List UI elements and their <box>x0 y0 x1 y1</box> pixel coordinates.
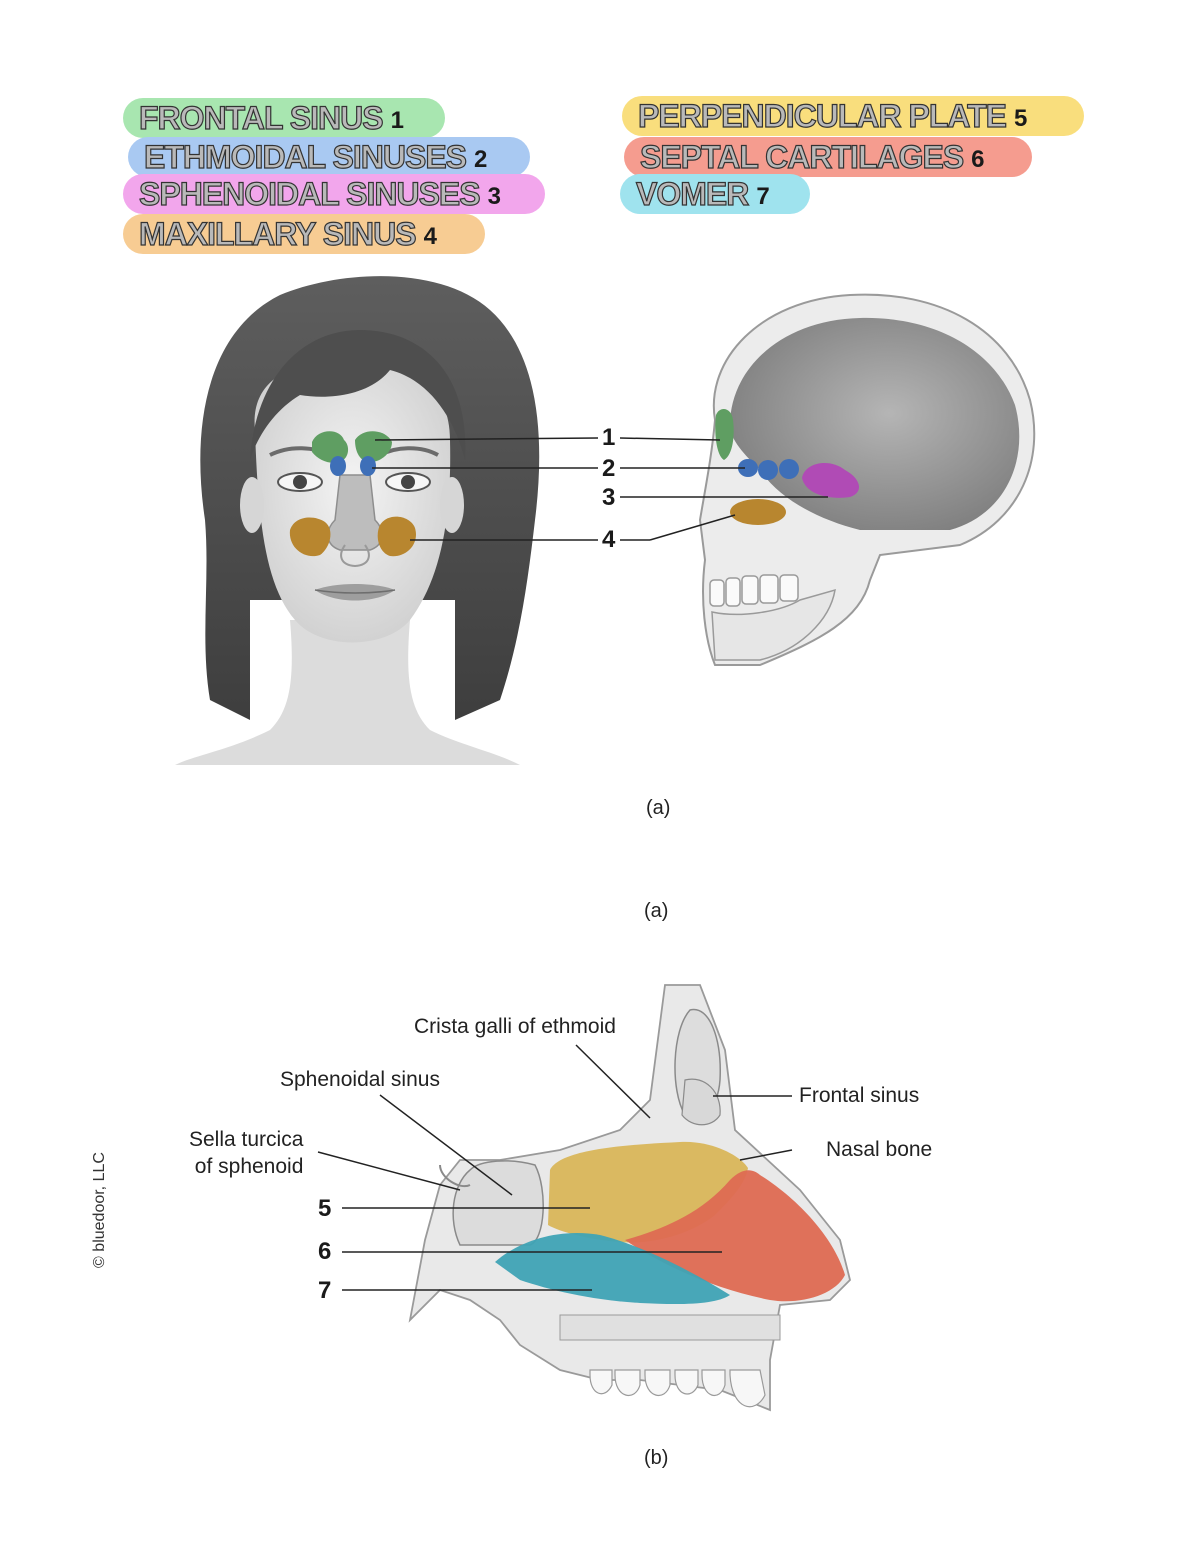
figure-b-number-5: 5 <box>318 1195 332 1222</box>
skull-sphenoidal-sinus <box>802 463 860 498</box>
label-crista-galli: Crista galli of ethmoid <box>414 1015 616 1038</box>
legend-label: SEPTAL CARTILAGES <box>639 138 964 175</box>
legend-label: PERPENDICULAR PLATE <box>637 97 1007 134</box>
figure-b-number-6: 6 <box>318 1238 332 1265</box>
label-nasal-bone: Nasal bone <box>826 1138 933 1161</box>
legend-label: MAXILLARY SINUS <box>138 215 417 252</box>
legend-number: 7 <box>756 183 770 210</box>
skull-maxillary-sinus <box>730 499 786 525</box>
label-frontal-sinus: Frontal sinus <box>799 1084 920 1107</box>
figure-b-leader-lines <box>317 1044 793 1291</box>
figure-a-number-1: 1 <box>602 424 616 451</box>
legend-item-perpendicular-plate: PERPENDICULAR PLATE 5 <box>622 96 1084 136</box>
figure-a-number-3: 3 <box>602 484 616 511</box>
legend-label: VOMER <box>635 175 750 212</box>
label-sella-turcica-line2: of sphenoid <box>194 1155 304 1178</box>
legend-item-vomer: VOMER 7 <box>620 174 810 214</box>
label-sella-turcica: Sella turcica of sphenoid <box>189 1126 303 1180</box>
figure-a-caption-duplicate: (a) <box>644 900 669 922</box>
face-ethmoidal-sinus <box>330 456 376 476</box>
legend-label: SPHENOIDAL SINUSES <box>138 175 481 212</box>
legend-number: 4 <box>423 223 437 250</box>
label-sphenoidal-sinus: Sphenoidal sinus <box>280 1068 440 1091</box>
legend-label: ETHMOIDAL SINUSES <box>143 138 467 175</box>
legend-number: 2 <box>474 146 488 173</box>
legend-label: FRONTAL SINUS <box>138 99 384 136</box>
figure-a-caption: (a) <box>646 797 671 819</box>
skull-ethmoidal-sinus <box>738 459 799 480</box>
figure-b-number-7: 7 <box>318 1277 332 1304</box>
legend-item-septal-cartilages: SEPTAL CARTILAGES 6 <box>624 137 1032 177</box>
nasal-septum-section <box>408 984 851 1412</box>
legend-item-maxillary-sinus: MAXILLARY SINUS 4 <box>123 214 485 254</box>
face-maxillary-sinus <box>289 516 416 557</box>
figure-a-number-2: 2 <box>602 455 616 482</box>
figure-a-number-4: 4 <box>602 526 616 553</box>
legend-item-ethmoidal-sinuses: ETHMOIDAL SINUSES 2 <box>128 137 530 177</box>
figure-b-caption: (b) <box>644 1447 669 1469</box>
skull-sagittal <box>698 293 1036 666</box>
legend-number: 5 <box>1013 105 1028 132</box>
legend-number: 6 <box>971 146 985 173</box>
legend-item-sphenoidal-sinuses: SPHENOIDAL SINUSES 3 <box>123 174 545 214</box>
legend-number: 1 <box>390 107 404 134</box>
label-sella-turcica-line1: Sella turcica <box>189 1128 304 1151</box>
copyright-notice: © bluedoor, LLC <box>91 1152 108 1268</box>
skull-frontal-sinus <box>715 408 734 460</box>
face-frontal-sinus <box>312 431 392 463</box>
legend-number: 3 <box>487 183 501 210</box>
figure-a-leader-lines <box>372 437 828 541</box>
woman-head <box>175 276 540 765</box>
legend-item-frontal-sinus: FRONTAL SINUS 1 <box>123 98 445 138</box>
